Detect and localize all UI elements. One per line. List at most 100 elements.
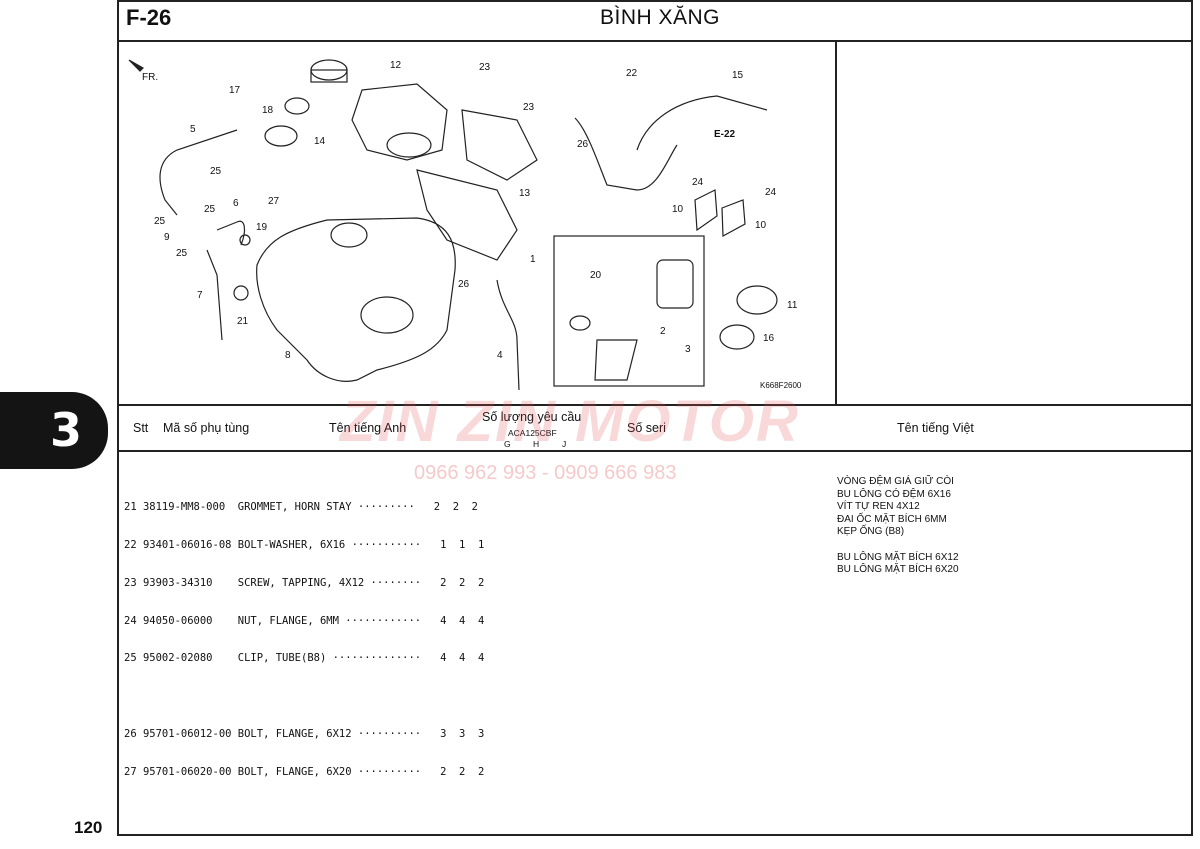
table-row: 26 95701-06012-00 BOLT, FLANGE, 6X12 ···…: [124, 727, 485, 740]
fuel-filter: [594, 339, 638, 381]
pump-gasket-11: [736, 285, 778, 315]
fuel-pump-group-box: [553, 235, 705, 387]
header-divider: [117, 40, 1193, 42]
callout: 10: [672, 204, 684, 215]
callout: 19: [256, 222, 268, 233]
callout: 4: [497, 350, 503, 361]
o-ring-16: [719, 324, 755, 350]
col-qty: Số lượng yêu cầu: [482, 410, 582, 424]
callout: 2: [660, 326, 666, 337]
hose-7: [206, 249, 223, 341]
table-cell-vi: BU LÔNG MẶT BÍCH 6X12: [837, 551, 959, 563]
bracket-10a: [694, 189, 718, 232]
col-serial: Số seri: [627, 421, 666, 435]
wire-harness: [574, 117, 678, 191]
grommet-21: [233, 285, 249, 301]
callout: 23: [523, 102, 535, 113]
callout: 24: [692, 177, 704, 188]
callout: 25: [154, 216, 166, 227]
watermark-phone: 0966 962 993 - 0909 666 983: [414, 462, 677, 484]
page-frame: [117, 0, 1193, 836]
watermark-brand: ZIN ZIN MOTOR: [340, 389, 800, 454]
callout: 12: [390, 60, 402, 71]
page-number: 120: [74, 818, 103, 837]
callout: 5: [190, 124, 196, 135]
section-tab: [0, 392, 108, 469]
callout: 14: [314, 136, 326, 147]
table-cell-vi: BU LÔNG CÓ ĐỆM 6X16: [837, 488, 951, 500]
table-cell-vi: VÒNG ĐỆM GIÁ GIỮ CÒI: [837, 476, 954, 487]
callout: 13: [519, 188, 531, 199]
table-cell-vi: VÍT TỰ REN 4X12: [837, 501, 920, 513]
callout: 26: [458, 279, 470, 290]
callout: 20: [590, 270, 602, 281]
col-variant: H: [533, 439, 540, 449]
table-top-divider: [117, 404, 1193, 406]
callout: 15: [732, 70, 744, 81]
callout: 21: [237, 316, 249, 327]
table-cell-vi: ĐAI ỐC MẶT BÍCH 6MM: [837, 513, 947, 525]
table-row: 21 38119-MM8-000 GROMMET, HORN STAY ····…: [124, 501, 479, 514]
section-code: F-26: [126, 5, 172, 30]
callout: 25: [210, 166, 222, 177]
callout: 27: [268, 196, 280, 207]
table-row: 23 93903-34310 SCREW, TAPPING, 4X12 ····…: [124, 576, 485, 589]
hose-4: [496, 279, 520, 391]
table-cell-vi: BU LÔNG MẶT BÍCH 6X20: [837, 564, 959, 576]
col-stt: Stt: [133, 421, 149, 435]
callout: 26: [577, 139, 589, 150]
parts-table-body: 21 38119-MM8-000 GROMMET, HORN STAY ····…: [124, 476, 484, 791]
diagram-code: K668F2600: [760, 381, 802, 390]
table-header-divider: [117, 450, 1193, 452]
pump-flange-hole: [360, 296, 414, 334]
col-variant: J: [562, 439, 567, 449]
callout: 8: [285, 350, 291, 361]
fuel-pump: [656, 259, 694, 309]
hose-6: [216, 220, 246, 246]
callout: 6: [233, 198, 239, 209]
hose-5: [159, 129, 238, 216]
page-title: BÌNH XĂNG: [599, 6, 721, 29]
fr-label: FR.: [142, 72, 158, 83]
callout: 18: [262, 105, 274, 116]
section-tab-number: 3: [50, 403, 83, 457]
table-cell-vi: KẸP ỐNG (B8): [837, 526, 905, 538]
col-name-en: Tên tiếng Anh: [329, 421, 407, 435]
table-row: 25 95002-02080 CLIP, TUBE(B8) ··········…: [124, 652, 485, 665]
bracket: [461, 109, 538, 181]
vietnamese-names: VÒNG ĐỆM GIÁ GIỮ CÒI BU LÔNG CÓ ĐỆM 6X16…: [837, 476, 959, 577]
table-row: 27 95701-06020-00 BOLT, FLANGE, 6X20 ···…: [124, 765, 485, 778]
float: [569, 315, 591, 331]
grommet-19: [239, 234, 251, 246]
ref-label: E-22: [714, 129, 736, 140]
callout: 23: [479, 62, 491, 73]
col-name-vi: Tên tiếng Việt: [897, 421, 974, 435]
parts-diagram: FR. 1 2 3 4 5 6 7 8 9 10 10 11 12 13 14 …: [117, 40, 837, 404]
gasket-14: [264, 125, 298, 147]
hose-15: [636, 95, 768, 151]
seal-ring-18: [284, 97, 310, 115]
callout: 3: [685, 344, 691, 355]
exploded-view-drawing: FR. 1 2 3 4 5 6 7 8 9 10 10 11 12 13 14 …: [128, 59, 798, 391]
lower-frame: [416, 169, 518, 261]
front-arrow-icon: [128, 59, 144, 72]
tank-cover: [351, 83, 448, 161]
table-row: 24 94050-06000 NUT, FLANGE, 6MM ········…: [124, 614, 485, 627]
col-model: ACA125CBF: [508, 428, 557, 438]
callout: 7: [197, 290, 203, 301]
callout: 10: [755, 220, 767, 231]
callout: 16: [763, 333, 775, 344]
col-variant: G: [504, 439, 511, 449]
fuel-tank-outline: [256, 217, 456, 382]
table-row: 22 93401-06016-08 BOLT-WASHER, 6X16 ····…: [124, 538, 485, 551]
callout: 1: [530, 254, 536, 265]
callout: 9: [164, 232, 170, 243]
callout: 24: [765, 187, 777, 198]
callout: 17: [229, 85, 241, 96]
col-part-no: Mã số phụ tùng: [163, 421, 250, 435]
filler-neck: [330, 222, 368, 248]
callout: 22: [626, 68, 638, 79]
callout: 25: [176, 248, 188, 259]
callout: 11: [787, 300, 798, 311]
bracket-10b: [721, 199, 746, 237]
